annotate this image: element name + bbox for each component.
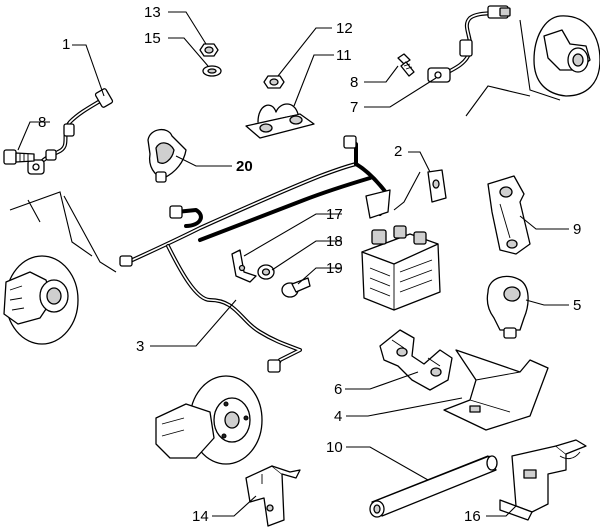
callout-7: 7 (350, 99, 358, 116)
callout-9: 9 (573, 221, 581, 238)
part-5-clamp (486, 275, 529, 339)
callout-17: 17 (326, 206, 343, 223)
part-6-clip (379, 329, 453, 391)
part-1-brake-hose (27, 88, 114, 175)
callout-10: 10 (326, 439, 343, 456)
brake-caliper-bottom-left (155, 375, 263, 465)
part-14-bracket (245, 465, 301, 527)
part-12-nut (263, 75, 285, 89)
callout-15: 15 (144, 30, 161, 47)
callout-8-left: 8 (38, 114, 46, 131)
callout-6: 6 (334, 381, 342, 398)
part-3-brake-pipe-harness (119, 135, 391, 373)
callout-1: 1 (62, 36, 70, 53)
callout-19: 19 (326, 260, 343, 277)
body-outline-left (9, 191, 117, 273)
part-17-bracket (231, 249, 257, 283)
callout-8-right: 8 (350, 74, 358, 91)
leader-lines (17, 11, 569, 517)
abs-hydraulic-unit (361, 225, 441, 311)
part-8-bolt-right (397, 53, 415, 77)
callout-13: 13 (144, 4, 161, 21)
callout-3: 3 (136, 338, 144, 355)
part-16-bracket (499, 439, 587, 521)
brake-caliper-top-right (519, 15, 600, 101)
part-19-bolt (281, 277, 311, 298)
part-9-bracket (487, 175, 531, 255)
callout-18: 18 (326, 233, 343, 250)
callout-14: 14 (192, 508, 209, 525)
callout-12: 12 (336, 20, 353, 37)
part-18-nut (257, 264, 275, 280)
part-15-washer (202, 65, 222, 77)
callout-4: 4 (334, 408, 342, 425)
part-13-nut (199, 43, 219, 57)
body-outline-top-right (465, 85, 531, 117)
part-7-brake-hose (427, 5, 511, 83)
part-20-clamp (147, 129, 187, 183)
part-4-support-bracket (443, 349, 549, 431)
callout-5: 5 (573, 297, 581, 314)
callout-2: 2 (394, 143, 402, 160)
callout-labels: 1 2 3 4 5 6 7 8 8 9 10 11 12 13 14 15 16… (38, 4, 581, 525)
part-8-bolt-left (3, 149, 35, 165)
part-2-connector (393, 169, 447, 211)
part-10-protective-tube (369, 455, 498, 518)
callout-16: 16 (464, 508, 481, 525)
callout-11: 11 (336, 47, 352, 64)
brake-caliper-left (3, 255, 79, 345)
callout-20: 20 (236, 158, 253, 175)
part-11-bracket-clip (245, 103, 315, 139)
